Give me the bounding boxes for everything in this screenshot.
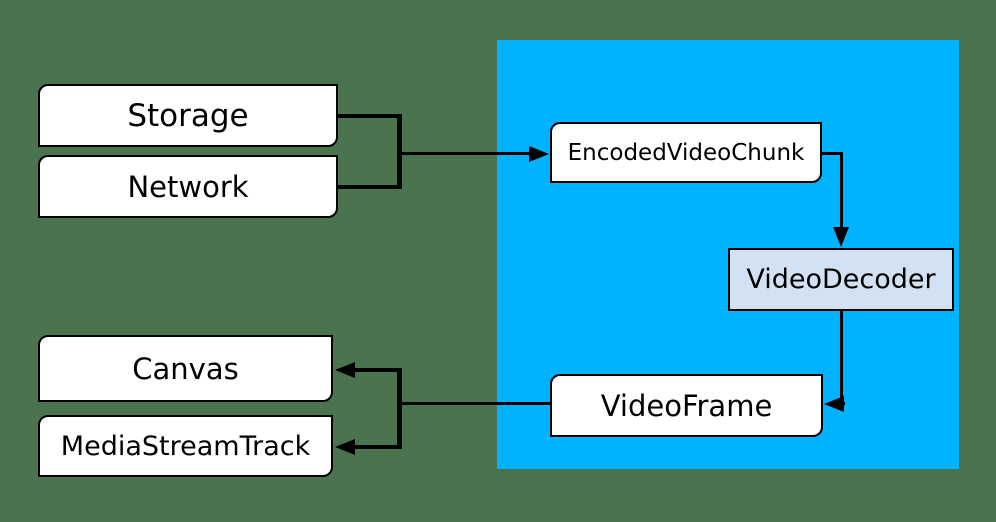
connector-sources-to-chunk: [399, 152, 531, 155]
arrowhead-into-mst-icon: [335, 439, 355, 455]
arrowhead-into-decoder-icon: [833, 227, 849, 247]
node-media-stream-track: MediaStreamTrack: [38, 415, 333, 477]
arrowhead-into-frame-icon: [824, 396, 844, 412]
arrowhead-into-chunk-icon: [529, 146, 549, 162]
node-network: Network: [38, 155, 338, 218]
node-canvas-label: Canvas: [132, 351, 239, 386]
connector-source-vertical: [397, 114, 402, 189]
node-storage: Storage: [38, 84, 338, 147]
node-media-stream-track-label: MediaStreamTrack: [60, 430, 311, 462]
arrowhead-into-canvas-icon: [335, 362, 355, 378]
connector-sink-vertical: [397, 368, 402, 449]
node-video-frame-label: VideoFrame: [600, 388, 773, 423]
node-encoded-video-chunk: EncodedVideoChunk: [550, 122, 822, 183]
connector-chunk-exit-horizontal: [820, 152, 843, 155]
connector-mst-branch: [353, 445, 402, 449]
connector-frame-exit: [400, 402, 550, 405]
node-video-frame: VideoFrame: [550, 374, 823, 437]
node-video-decoder: VideoDecoder: [728, 248, 954, 311]
node-network-label: Network: [127, 169, 249, 204]
node-storage-label: Storage: [127, 97, 249, 134]
node-video-decoder-label: VideoDecoder: [746, 264, 936, 295]
connector-chunk-to-decoder-vertical: [840, 152, 843, 230]
connector-storage-stub: [337, 114, 400, 118]
connector-network-stub: [337, 185, 400, 189]
node-encoded-video-chunk-label: EncodedVideoChunk: [567, 139, 805, 166]
node-canvas: Canvas: [38, 335, 333, 402]
connector-canvas-branch: [353, 368, 402, 372]
connector-decoder-to-frame-vertical: [840, 309, 843, 405]
